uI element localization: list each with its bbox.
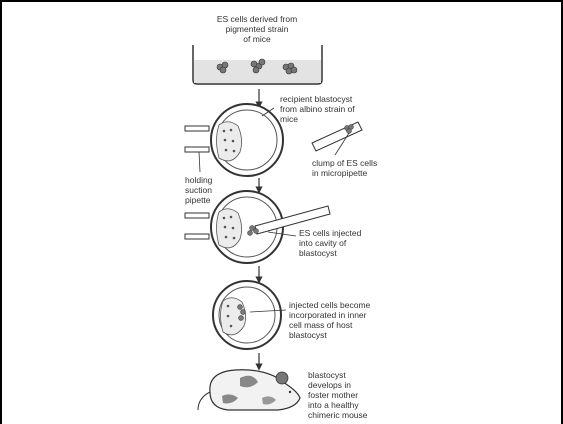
label-recipient-blastocyst: recipient blastocyst from albino strain … [280,94,355,124]
label-chimeric-mouse: blastocyst develops in foster mother int… [308,370,368,420]
label-holding-pipette: holding suction pipette [185,175,212,205]
culture-dish [193,45,322,84]
blastocyst-stage-3 [213,281,286,349]
label-es-cells: ES cells derived from pigmented strain o… [201,14,313,44]
chimeric-mouse [198,370,300,410]
label-clump-es-cells: clump of ES cells in micropipette [312,158,377,178]
label-es-cells-injected: ES cells injected into cavity of blastoc… [299,228,361,258]
label-cells-incorporated: injected cells become incorporated in in… [289,300,370,340]
